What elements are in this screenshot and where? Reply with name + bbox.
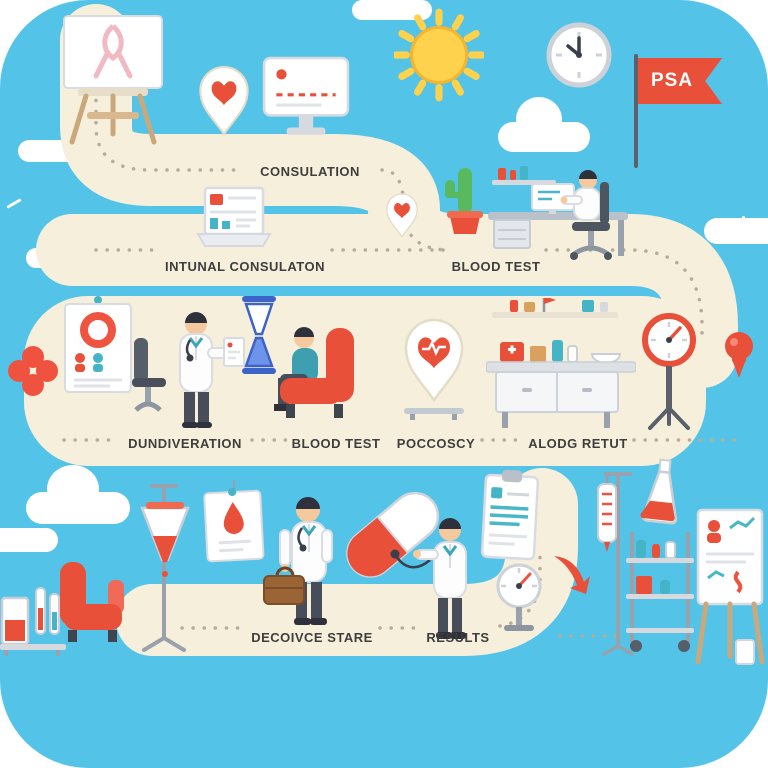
blue-hourglass-icon [238, 296, 280, 381]
scale-gauge-icon [492, 560, 546, 645]
doctor-at-desk-scene [432, 148, 642, 271]
stage-label-blood-test-mid: BLOOD TEST [291, 436, 381, 451]
wall-poster [58, 294, 138, 401]
psa-flag: PSA [628, 46, 728, 174]
lab-bench-scene [485, 296, 637, 437]
red-clover-icon [8, 346, 58, 401]
red-armchair-icon [52, 554, 130, 653]
supply-cart-scene [624, 528, 698, 661]
doctor-with-clipboard-scene [132, 298, 248, 441]
blood-drop-poster [198, 480, 270, 573]
awareness-ribbon-board [50, 14, 176, 151]
flag: PSA [638, 58, 722, 104]
cloud-icon [498, 96, 590, 152]
heart-pin-pulse-icon [400, 316, 468, 425]
clipboard-icon [476, 468, 544, 571]
doctor-with-briefcase-scene [256, 490, 356, 655]
stage-label-results: RESULTS [426, 630, 490, 645]
giant-capsule-doctor-scene [332, 472, 484, 657]
gauge-stand-icon [636, 310, 702, 439]
stage-label-poccoscy: POCCOSCY [396, 436, 476, 451]
sun-icon [392, 2, 486, 113]
patient-in-red-chair-scene [272, 316, 358, 437]
red-arrow-marker-icon [546, 548, 594, 601]
stage-label-decoivce-stare: DECOIVCE STARE [251, 630, 373, 645]
wall-clock-icon [544, 20, 614, 95]
desktop-monitor-chart-icon [260, 56, 352, 153]
red-pushpin-icon [718, 330, 760, 385]
iv-flask-stand-icon [122, 478, 206, 657]
heart-pin-icon [196, 64, 252, 141]
heart-pin-small-icon [384, 192, 420, 243]
easel-chart-scene [694, 506, 768, 673]
sparkle-icon [742, 216, 745, 231]
flag-pole [634, 54, 638, 168]
cloud-icon [26, 464, 130, 524]
cloud-icon [0, 528, 58, 552]
lab-glassware-scene [0, 546, 66, 661]
stage-label-dundiveration: DUNDIVERATION [128, 436, 242, 451]
flag-label: PSA [651, 70, 694, 91]
stage-label-blood-test-top: BLOOD TEST [451, 259, 541, 274]
stage-label-initial-consultation: INTUNAL CONSULATON [165, 259, 325, 274]
cloud-icon [352, 0, 432, 20]
erlenmeyer-flask-icon [638, 458, 686, 535]
stage-label-alodg-retut: ALODG RETUT [528, 436, 628, 451]
stage-label-consultation: CONSULATION [260, 164, 360, 179]
iv-drip-stand-icon [592, 468, 644, 663]
laptop-document-icon [192, 186, 276, 265]
